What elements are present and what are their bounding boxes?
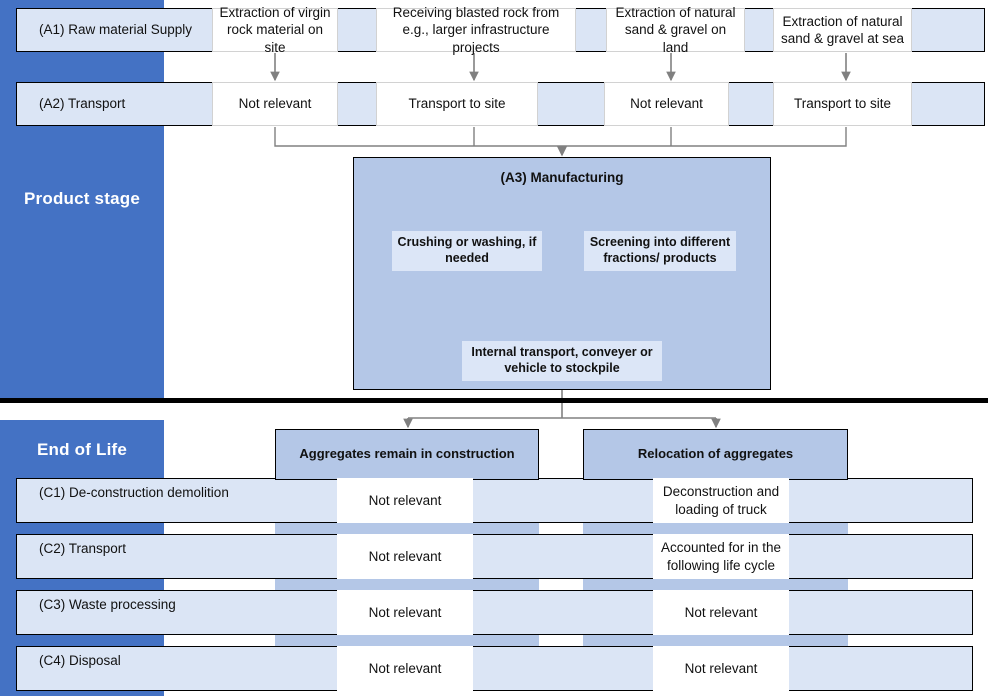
cell-c3-left: Not relevant	[337, 590, 473, 635]
spacer-a2-4	[911, 82, 985, 126]
a2-to-a3-merge	[274, 127, 847, 147]
row-label-c3-text: (C3) Waste processing	[39, 597, 176, 612]
row-label-c1-text: (C1) De-construction demolition	[39, 485, 229, 500]
spacer-a2-3	[728, 82, 774, 126]
cell-a1-1: Extraction of virgin rock material on si…	[212, 5, 338, 55]
cell-c2-left: Not relevant	[337, 534, 473, 579]
branch-relocation: Relocation of aggregates	[583, 429, 848, 480]
branch-aggregates-remain: Aggregates remain in construction	[275, 429, 539, 480]
spacer-a1-3	[744, 8, 774, 52]
a3-to-eol-split	[408, 390, 716, 419]
row-label-c4: (C4) Disposal	[16, 646, 973, 691]
spacer-a1-1	[337, 8, 377, 52]
cell-a2-2: Transport to site	[376, 82, 538, 126]
cell-c3-right: Not relevant	[653, 590, 789, 635]
a3-manufacturing-box: (A3) Manufacturing Crushing or washing, …	[353, 157, 771, 390]
end-of-life-label: End of Life	[0, 420, 164, 480]
cell-c1-left: Not relevant	[337, 478, 473, 523]
row-label-c2: (C2) Transport	[16, 534, 973, 579]
a3-node-screening: Screening into different fractions/ prod…	[584, 231, 736, 271]
product-stage-label-text: Product stage	[24, 189, 140, 208]
a3-node-internal-transport: Internal transport, conveyer or vehicle …	[462, 341, 662, 381]
a3-node-crushing: Crushing or washing, if needed	[392, 231, 542, 271]
row-label-a1-text: (A1) Raw material Supply	[39, 21, 193, 37]
stage-separator-rule	[0, 398, 988, 403]
spacer-a2-2	[537, 82, 605, 126]
product-stage-label: Product stage	[0, 0, 164, 398]
cell-c1-right: Deconstruction and loading of truck	[653, 478, 789, 523]
cell-a2-4: Transport to site	[773, 82, 912, 126]
cell-a2-3: Not relevant	[604, 82, 729, 126]
row-label-c1: (C1) De-construction demolition	[16, 478, 973, 523]
cell-a1-4: Extraction of natural sand & gravel at s…	[773, 8, 912, 52]
spacer-a2-1	[337, 82, 377, 126]
row-label-a2-text: (A2) Transport	[39, 95, 126, 111]
spacer-a1-2	[575, 8, 607, 52]
a1-to-a2-arrows	[270, 53, 851, 82]
a3-title: (A3) Manufacturing	[500, 170, 624, 185]
cell-a2-1: Not relevant	[212, 82, 338, 126]
row-label-c3: (C3) Waste processing	[16, 590, 973, 635]
cell-c4-left: Not relevant	[337, 646, 473, 691]
row-label-c4-text: (C4) Disposal	[39, 653, 121, 668]
cell-a1-3: Extraction of natural sand & gravel on l…	[606, 5, 745, 55]
end-of-life-label-text: End of Life	[36, 440, 128, 459]
cell-c2-right: Accounted for in the following life cycl…	[653, 534, 789, 579]
cell-a1-2: Receiving blasted rock from e.g., larger…	[376, 5, 576, 55]
row-label-c2-text: (C2) Transport	[39, 541, 127, 556]
cell-c4-right: Not relevant	[653, 646, 789, 691]
spacer-a1-4	[911, 8, 985, 52]
